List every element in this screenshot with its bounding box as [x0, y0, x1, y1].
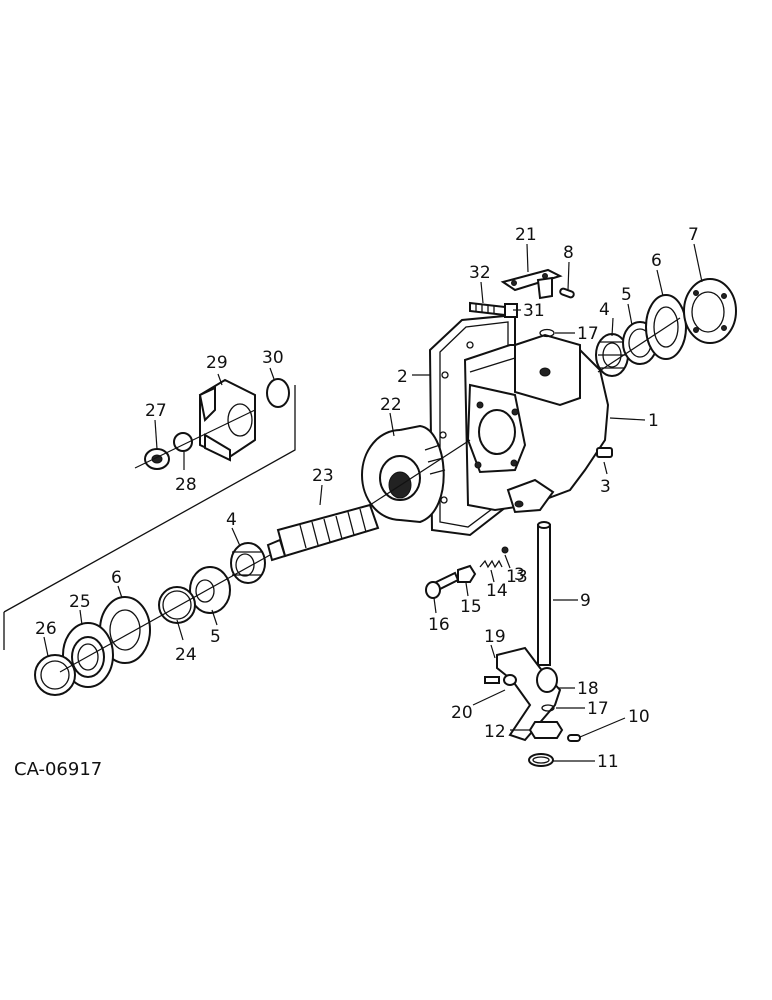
callout-12: 12 [484, 722, 506, 742]
sliding-gear [361, 424, 446, 524]
callout-9: 9 [580, 591, 591, 611]
pin [567, 734, 581, 742]
callout-6: 6 [651, 251, 662, 271]
nut [457, 564, 477, 583]
callout-29: 29 [206, 353, 228, 373]
output-shaft [266, 503, 380, 562]
callout-1: 1 [648, 411, 659, 431]
callout-14: 14 [486, 581, 508, 601]
callout-13: 13 [506, 567, 528, 587]
callout-31: 31 [523, 301, 545, 321]
callout-30: 30 [262, 348, 284, 368]
shift-rod [537, 521, 551, 666]
locknut [144, 448, 170, 470]
bearing-cap [683, 278, 737, 344]
callout-11: 11 [597, 752, 619, 772]
drawing-code: CA-06917 [14, 759, 102, 780]
snap-ring [528, 753, 554, 767]
callout-27: 27 [145, 401, 167, 421]
callout-22: 22 [380, 395, 402, 415]
shift-fork [496, 646, 562, 742]
callout-32: 32 [469, 263, 491, 283]
callout-3: 3 [514, 565, 525, 585]
callout-labels: 1 2 3 3 4 4 5 5 6 6 7 8 9 10 11 12 13 14… [35, 225, 699, 772]
callout-5: 5 [621, 285, 632, 305]
callout-10: 10 [628, 707, 650, 727]
callout-4: 4 [599, 300, 610, 320]
snap-ring [158, 586, 196, 624]
yoke [198, 378, 256, 462]
callout-19: 19 [484, 627, 506, 647]
callout-5: 5 [210, 627, 221, 647]
callout-17: 17 [577, 324, 599, 344]
bearing [230, 542, 266, 584]
callout-3: 3 [600, 477, 611, 497]
callout-17: 17 [587, 699, 609, 719]
callout-7: 7 [688, 225, 699, 245]
set-screw [484, 676, 500, 684]
callout-6: 6 [111, 568, 122, 588]
bearing-cup [189, 566, 231, 614]
bolt [469, 301, 518, 318]
callout-16: 16 [428, 615, 450, 635]
callout-24: 24 [175, 645, 197, 665]
callout-23: 23 [312, 466, 334, 486]
nut [528, 721, 564, 739]
shift-plate [500, 268, 563, 300]
callout-18: 18 [577, 679, 599, 699]
bolt [596, 447, 613, 458]
callout-8: 8 [563, 243, 574, 263]
callout-4: 4 [226, 510, 237, 530]
pin [559, 287, 575, 299]
callout-28: 28 [175, 475, 197, 495]
o-ring [541, 704, 555, 712]
set-screw [503, 674, 517, 686]
detent-spring [479, 559, 503, 569]
seal-ring [266, 378, 290, 408]
callout-21: 21 [515, 225, 537, 245]
callout-26: 26 [35, 619, 57, 639]
bolt [425, 571, 460, 599]
callout-20: 20 [451, 703, 473, 723]
oil-seal [34, 654, 76, 696]
callout-15: 15 [460, 597, 482, 617]
o-ring [539, 328, 555, 338]
gear-housing [428, 313, 610, 537]
callout-2: 2 [397, 367, 408, 387]
group-outline [3, 385, 296, 613]
callout-leaders [43, 243, 703, 762]
callout-25: 25 [69, 592, 91, 612]
detent-ball [501, 546, 509, 554]
